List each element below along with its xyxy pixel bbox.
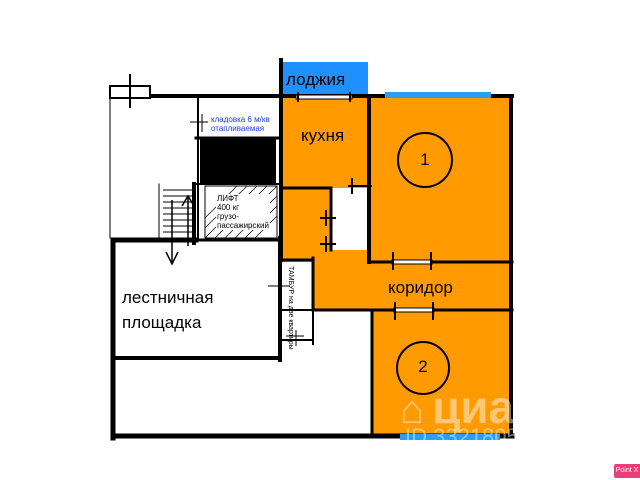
vestibule-note-line1: ТАМБУР [287, 266, 294, 295]
corridor-left [313, 250, 373, 310]
storage-note-line2: отапливаемая [211, 124, 265, 133]
storage-note: кладовка 6 м/кв отапливаемая [211, 115, 270, 133]
lift-note-line2: 400 кг [217, 203, 239, 212]
room-2-circle [396, 341, 450, 395]
loggia-label: лоджия [286, 70, 346, 89]
lift-note: ЛИФТ 400 кг грузо- пассажирский [216, 194, 270, 230]
column-marker [109, 74, 151, 108]
door-markers [190, 92, 435, 346]
window-room-2 [400, 434, 500, 440]
room-1-number: 1 [420, 150, 430, 169]
room-2-number: 2 [418, 357, 428, 376]
point-x-badge: Point X [614, 464, 640, 478]
watermark-listing-id: ID 332180516 [405, 424, 544, 449]
room-1-circle [397, 132, 453, 188]
watermark-brand: циан [432, 381, 542, 433]
lift-note-line4: пассажирский [217, 221, 269, 230]
storage-note-line1: кладовка 6 м/кв [211, 115, 270, 124]
stair-landing-label: лестничная площадка [122, 288, 214, 332]
lift-note-line3: грузо- [217, 212, 239, 221]
hall-strip [281, 188, 331, 262]
room-2-area [372, 310, 510, 434]
apartment-rooms [281, 96, 512, 434]
loggia-area [279, 62, 368, 96]
corridor-label: коридор [388, 278, 453, 297]
lift-note-line1: ЛИФТ [217, 194, 239, 203]
staircase [163, 189, 195, 266]
kitchen-area [281, 96, 369, 188]
watermark-logo-icon: ⌂ [400, 388, 425, 432]
vestibule-note: ТАМБУР на две квартиры [286, 266, 294, 350]
windows [385, 92, 500, 440]
room-1-area [369, 96, 510, 262]
kitchen-label: кухня [301, 126, 345, 145]
window-room-1 [385, 92, 491, 98]
vestibule-note-line2: на две квартиры [287, 296, 294, 350]
